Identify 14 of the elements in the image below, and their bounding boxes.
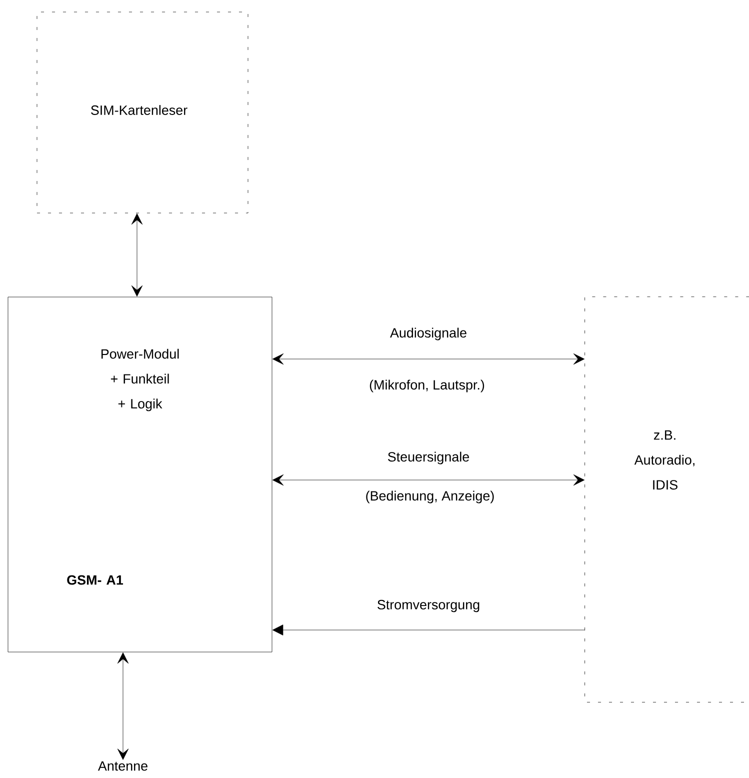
signal-note: (Bedienung, Anzeige) [366, 490, 494, 504]
edge-label: Stromversorgung [378, 600, 480, 612]
signal-note: (Mikrofon, Lautspr.) [370, 380, 484, 392]
arrow [272, 474, 585, 486]
edge-label: Audiosignale [390, 328, 466, 340]
module-box: Power-Modul + Funkteil + Logik GSM- A1 [8, 296, 272, 652]
dashed-box: SIM-Kartenleser [36, 12, 248, 214]
arrow [117, 652, 129, 760]
arrow [272, 353, 585, 365]
arrow [131, 213, 143, 297]
arrow [272, 624, 585, 636]
edge-label: Steuersignale [388, 452, 470, 464]
text-label: Antenne [98, 761, 148, 771]
dashed-box: z.B. Autoradio, IDIS [584, 296, 749, 702]
